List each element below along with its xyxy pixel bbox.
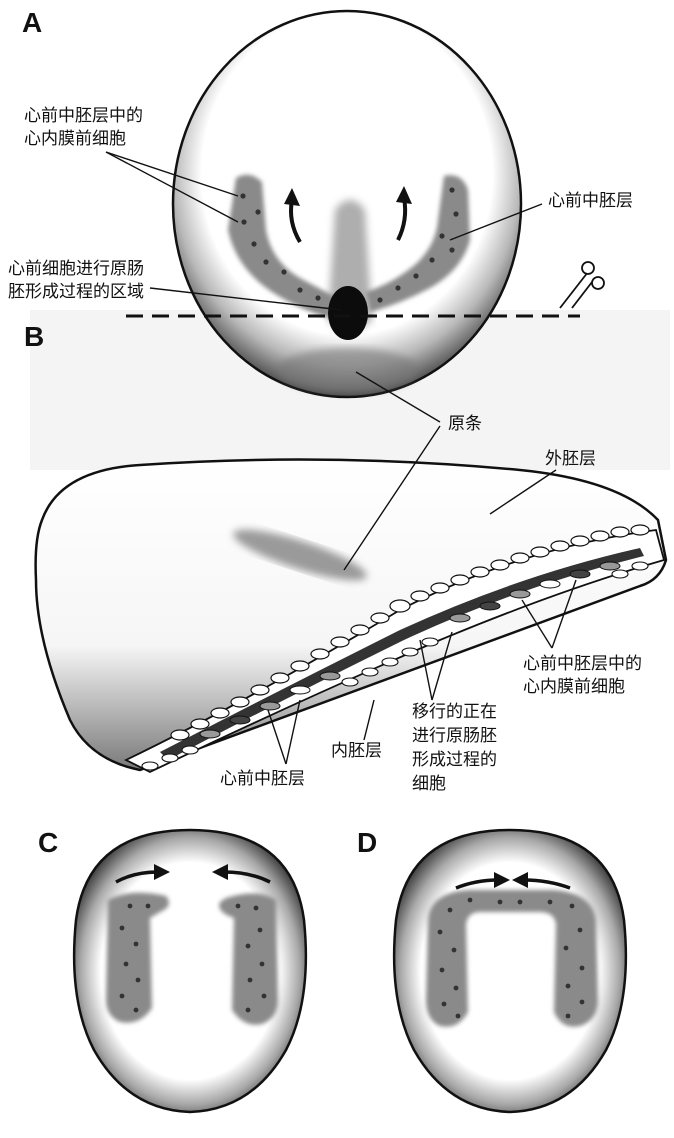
label-b-migrating-1: 移行的正在	[412, 702, 497, 722]
label-b-migrating-2: 进行原肠胚	[412, 726, 497, 746]
label-a-endocardial-1: 心前中胚层中的	[24, 106, 143, 126]
embryonic-disc	[36, 460, 666, 770]
label-a-endocardial-2: 心内膜前细胞	[24, 129, 126, 149]
label-b-migrating-4: 细胞	[412, 774, 446, 794]
label-b-ectoderm: 外胚层	[545, 449, 596, 469]
label-a-precardiac-mesoderm: 心前中胚层	[548, 191, 633, 211]
label-a-gastrulation-2: 胚形成过程的区域	[8, 282, 144, 302]
label-b-endocardial-2: 心内膜前细胞	[523, 677, 625, 697]
panel-a-letter: A	[22, 7, 42, 38]
panel-d-letter: D	[357, 827, 377, 858]
label-b-endocardial-1: 心前中胚层中的	[523, 654, 642, 674]
label-b-endoderm: 内胚层	[331, 741, 382, 761]
scissors-icon	[560, 262, 604, 308]
label-b-migrating-3: 形成过程的	[412, 750, 497, 770]
panel-b-letter: B	[24, 321, 44, 352]
panel-c: C	[38, 827, 306, 1112]
panel-d: D	[357, 827, 626, 1112]
gastrulation-region-node	[328, 286, 368, 340]
label-a-gastrulation-1: 心前细胞进行原肠	[8, 259, 144, 279]
label-primitive-streak: 原条	[448, 414, 482, 434]
label-b-precardiac-mesoderm: 心前中胚层	[220, 769, 305, 789]
panel-c-letter: C	[38, 827, 58, 858]
leader-b-endoderm	[364, 700, 374, 740]
embryo-a-posterior-shading	[278, 348, 418, 392]
